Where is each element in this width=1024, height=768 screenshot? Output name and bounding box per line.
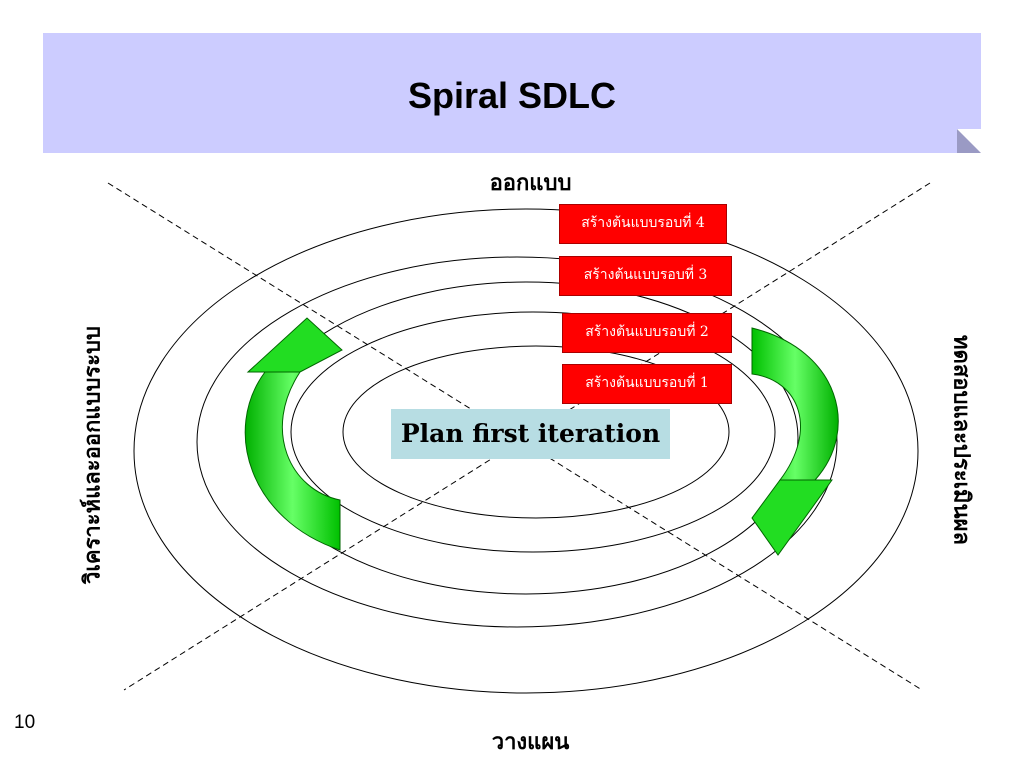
curved-arrow-right-icon bbox=[751, 327, 839, 481]
title-band: Spiral SDLC bbox=[43, 33, 981, 153]
prototype-box-3: สร้างต้นแบบรอบที่ 3 bbox=[559, 256, 732, 296]
quadrant-label-left: วิเคราะห์และออกแบบระบบ bbox=[79, 326, 106, 584]
center-label-box: Plan first iteration bbox=[391, 409, 670, 459]
prototype-box-4: สร้างต้นแบบรอบที่ 4 bbox=[559, 204, 727, 244]
prototype-box-2: สร้างต้นแบบรอบที่ 2 bbox=[562, 313, 732, 353]
spiral-ring-1 bbox=[290, 311, 776, 553]
slide-number: 10 bbox=[14, 712, 36, 733]
quadrant-label-top: ออกแบบ bbox=[489, 170, 572, 196]
curved-arrow-left-head-icon bbox=[246, 317, 343, 373]
curved-arrow-left-icon bbox=[244, 371, 341, 551]
spiral-ring-0 bbox=[342, 345, 730, 519]
spiral-ring-4 bbox=[133, 208, 919, 694]
quadrant-label-right: ทดสอบและประเมินผล bbox=[948, 335, 975, 545]
page-fold-corner bbox=[957, 129, 981, 153]
spiral-ring-3 bbox=[196, 256, 838, 628]
slide-title: Spiral SDLC bbox=[407, 75, 617, 116]
quadrant-label-bottom: วางแผน bbox=[491, 729, 570, 755]
axis-diagonal-2 bbox=[123, 182, 931, 691]
prototype-box-1: สร้างต้นแบบรอบที่ 1 bbox=[562, 364, 732, 404]
curved-arrow-right-head-icon bbox=[751, 479, 833, 556]
